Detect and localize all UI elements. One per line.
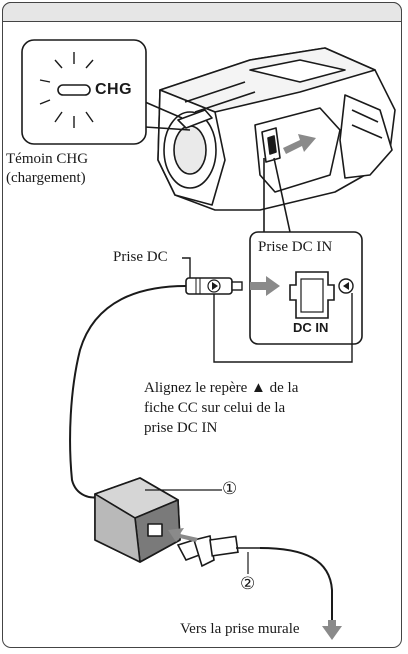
chg-lamp-label-line2: (chargement) [6, 170, 86, 186]
callout-number-1: ① [222, 479, 238, 498]
down-arrow-icon [322, 620, 342, 640]
lamp-rays-icon [39, 52, 94, 128]
power-cord-icon [176, 535, 260, 568]
chg-callout [21, 39, 147, 145]
alignment-bracket [213, 293, 353, 363]
lamp-leader [144, 101, 191, 131]
dc-cable [69, 285, 187, 499]
dc-in-marking: DC IN [293, 320, 329, 335]
left-arrow-icon [168, 528, 198, 542]
right-arrow-icon [283, 134, 316, 154]
jack-leader [263, 157, 291, 233]
right-arrow-icon [250, 276, 280, 296]
ac-adaptor-icon [94, 477, 181, 563]
dc-in-jack-label: Prise DC IN [258, 239, 333, 255]
align-instruction-line2: fiche CC sur celui de la [144, 400, 286, 416]
chg-lamp-label-line1: Témoin CHG [6, 151, 89, 167]
align-instruction-line3: prise DC IN [144, 420, 218, 436]
dc-plug-label: Prise DC [113, 249, 168, 265]
dc-plug-icon [185, 277, 243, 295]
callout-number-2: ② [240, 574, 256, 593]
camcorder-icon [157, 47, 396, 211]
wall-cord [259, 547, 333, 620]
align-instruction-line1: Alignez le repère ▲ de la [144, 380, 299, 396]
panel-header-bar [2, 2, 402, 22]
wall-outlet-label: Vers la prise murale [180, 621, 300, 637]
chg-callout-label: CHG [95, 81, 133, 98]
dc-in-callout [249, 231, 363, 345]
